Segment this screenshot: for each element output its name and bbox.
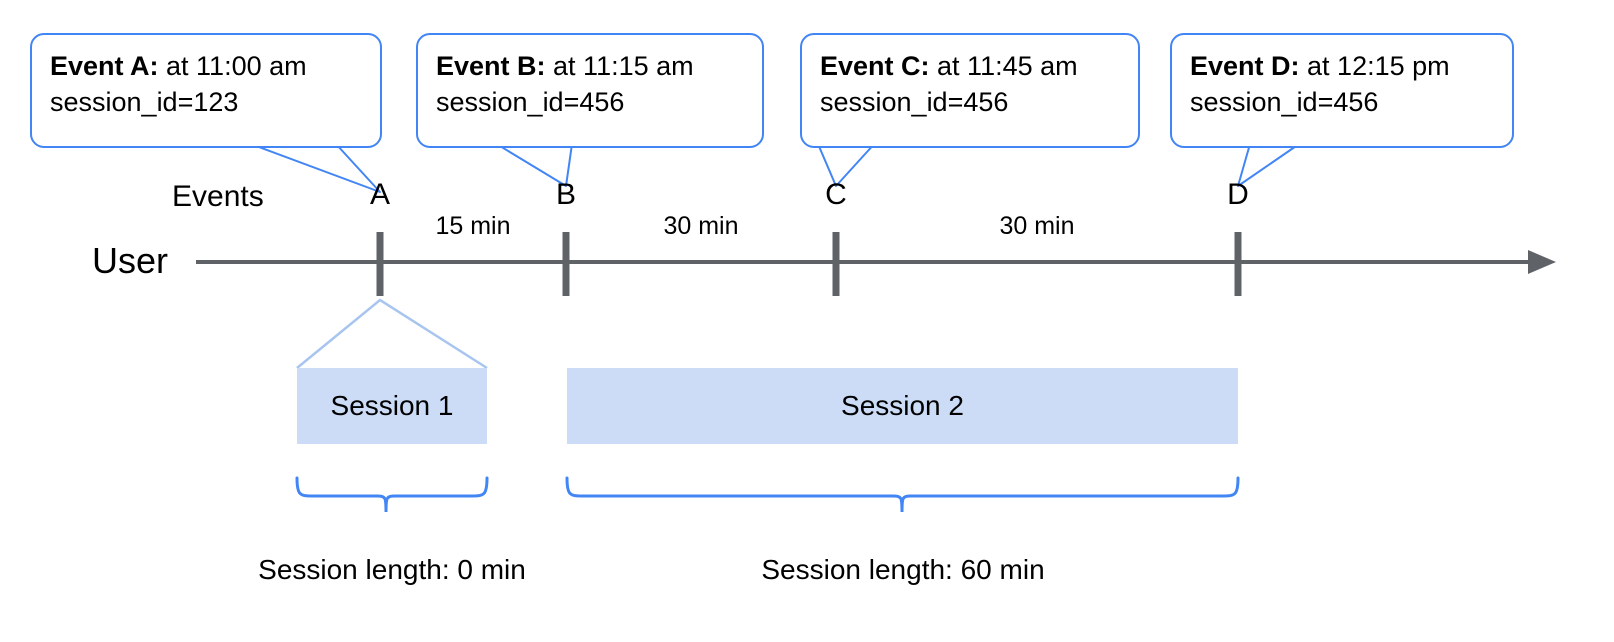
- callout-a-time: at 11:00 am: [158, 51, 307, 81]
- callout-d-bold: Event D:: [1190, 51, 1300, 81]
- brace-session-1: [295, 476, 489, 513]
- callout-event-d: Event D: at 12:15 pm session_id=456: [1170, 33, 1514, 148]
- callout-event-c: Event C: at 11:45 am session_id=456: [800, 33, 1140, 148]
- gap-label-a-b: 15 min: [435, 212, 511, 240]
- callout-b-line1: Event B: at 11:15 am: [436, 49, 744, 85]
- session-1-label: Session 1: [330, 390, 454, 421]
- callout-c-line2: session_id=456: [820, 86, 1009, 117]
- session-2-length-label: Session length: 60 min: [761, 554, 1045, 585]
- callout-b-bold: Event B:: [436, 51, 546, 81]
- callout-a-line1: Event A: at 11:00 am: [50, 49, 362, 85]
- user-row-label: User: [92, 240, 169, 281]
- session-1-funnel: [296, 298, 488, 370]
- gap-label-c-d: 30 min: [999, 212, 1075, 240]
- callout-c-time: at 11:45 am: [929, 51, 1078, 81]
- callout-a-line2: session_id=123: [50, 86, 239, 117]
- callout-c-line1: Event C: at 11:45 am: [820, 49, 1120, 85]
- event-marker-label-a: A: [369, 178, 390, 211]
- session-1-box: Session 1: [297, 368, 487, 444]
- callout-c-bold: Event C:: [820, 51, 930, 81]
- event-marker-label-d: D: [1227, 178, 1249, 211]
- event-marker-label-c: C: [825, 178, 847, 211]
- callout-event-a: Event A: at 11:00 am session_id=123: [30, 33, 382, 148]
- callout-b-line2: session_id=456: [436, 86, 625, 117]
- timeline-arrowhead: [1528, 250, 1556, 274]
- session-2-box: Session 2: [567, 368, 1238, 444]
- callout-d-time: at 12:15 pm: [1299, 51, 1450, 81]
- event-marker-label-b: B: [555, 178, 576, 211]
- gap-label-b-c: 30 min: [663, 212, 739, 240]
- session-1-length-label: Session length: 0 min: [258, 554, 526, 585]
- callout-d-line1: Event D: at 12:15 pm: [1190, 49, 1494, 85]
- callout-b-time: at 11:15 am: [545, 51, 694, 81]
- callout-event-b: Event B: at 11:15 am session_id=456: [416, 33, 764, 148]
- events-row-label: Events: [172, 180, 264, 213]
- callout-d-line2: session_id=456: [1190, 86, 1379, 117]
- callout-a-bold: Event A:: [50, 51, 159, 81]
- session-2-label: Session 2: [841, 390, 964, 421]
- brace-session-2: [565, 476, 1240, 513]
